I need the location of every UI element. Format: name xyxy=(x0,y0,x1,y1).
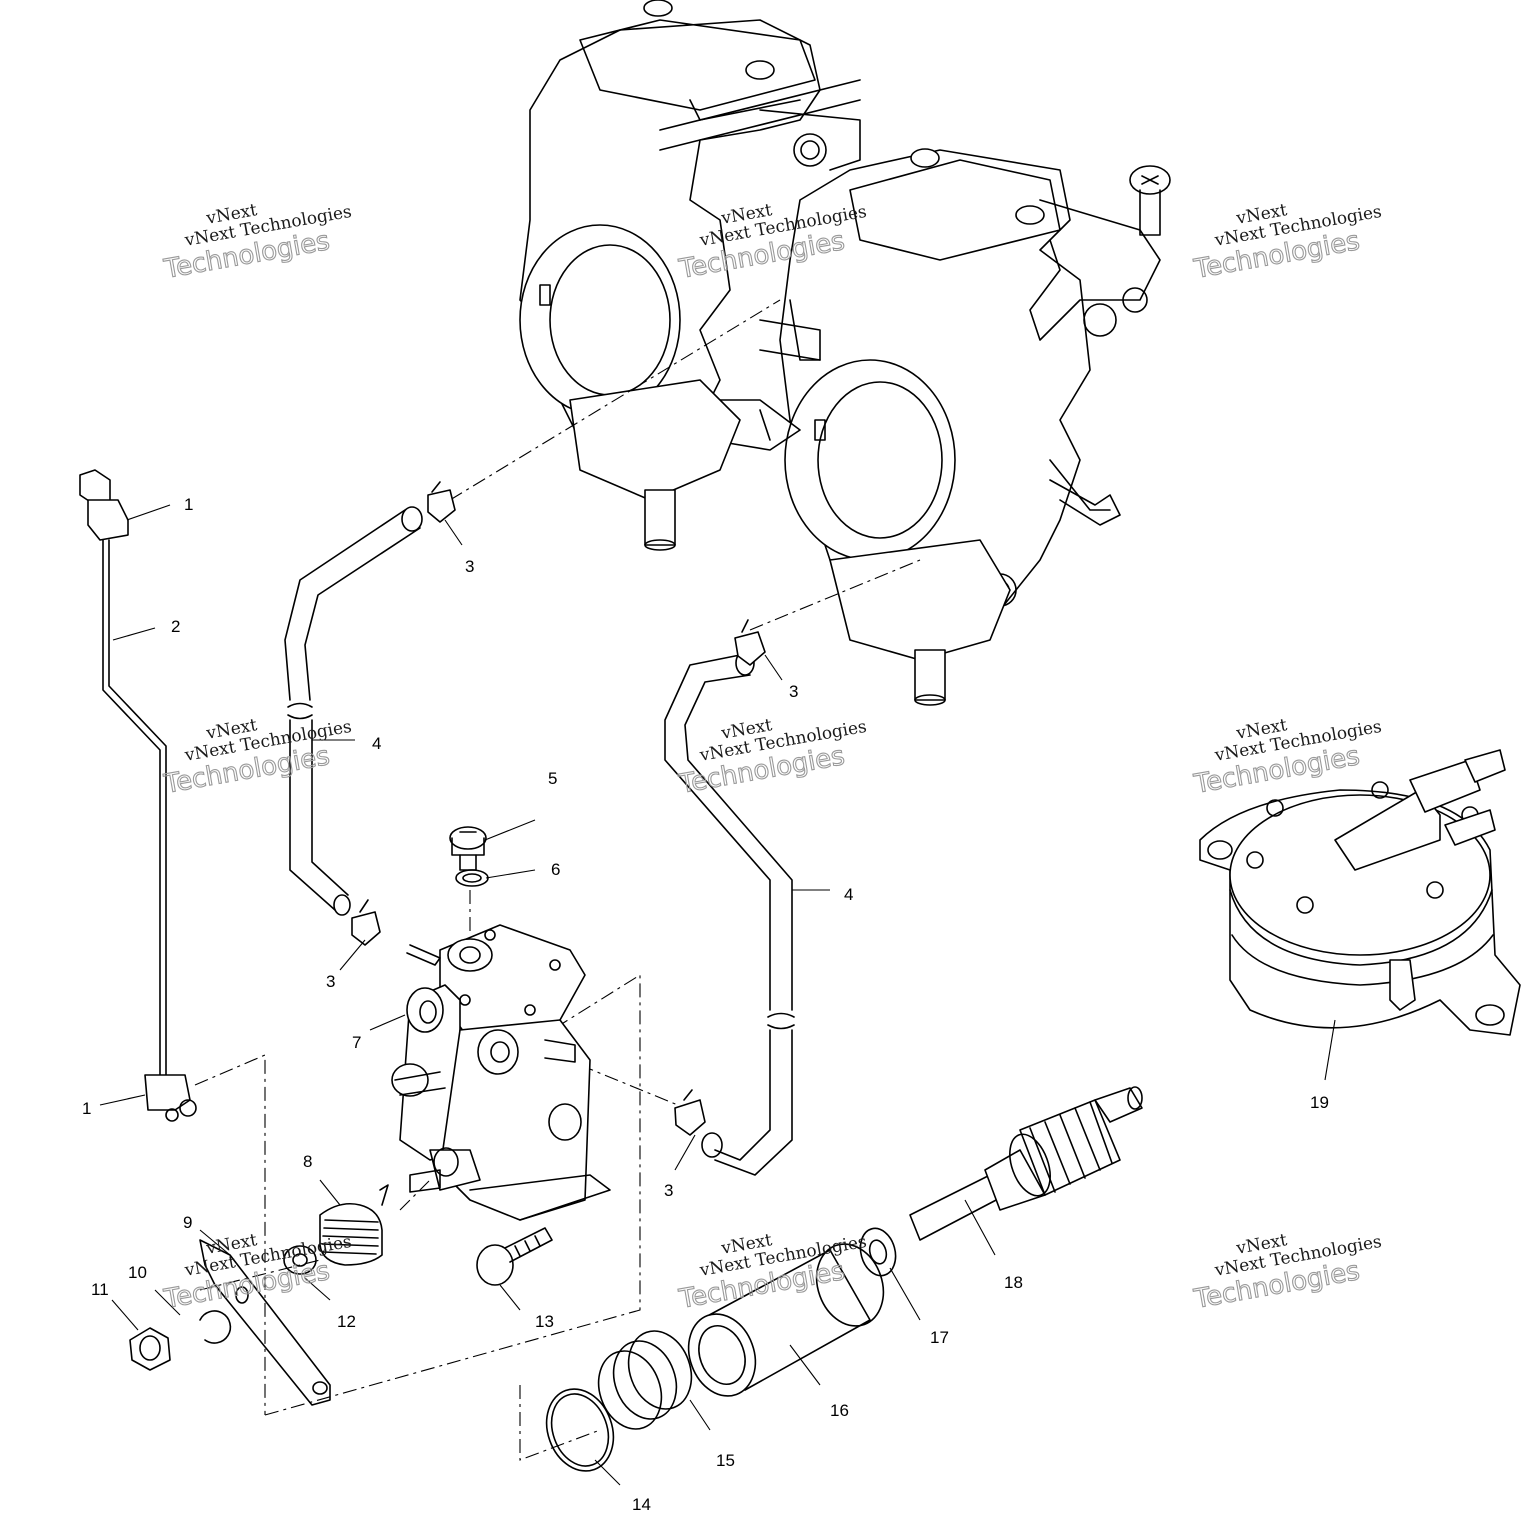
carburetor-assembly xyxy=(519,0,1171,706)
callout-2: 2 xyxy=(171,617,180,636)
callout-4-b: 4 xyxy=(844,885,853,904)
callout-17: 17 xyxy=(930,1328,949,1347)
callout-1-lower: 1 xyxy=(82,1099,91,1118)
watermark: vNext vNext Technologies Technologies xyxy=(1191,200,1383,285)
retaining-ring xyxy=(545,1388,615,1472)
callout-19: 19 xyxy=(1310,1093,1329,1112)
exploded-view-lines xyxy=(194,299,921,1461)
callout-13: 13 xyxy=(535,1312,554,1331)
callout-10: 10 xyxy=(128,1263,147,1282)
e-clip xyxy=(199,1310,232,1344)
drive-spring xyxy=(597,1330,693,1430)
watermark: vNext vNext Technologies Technologies xyxy=(1191,715,1383,800)
sealing-washer xyxy=(455,869,489,887)
drive-shaft-gear xyxy=(909,1086,1143,1241)
hose-left xyxy=(284,506,423,916)
callout-8: 8 xyxy=(303,1152,312,1171)
hose-right xyxy=(664,650,795,1176)
callout-5: 5 xyxy=(548,769,557,788)
mounting-screw xyxy=(476,1227,553,1286)
hose-clamps xyxy=(351,481,766,1136)
callout-7: 7 xyxy=(352,1033,361,1052)
banjo-bolt xyxy=(449,826,487,871)
callout-14: 14 xyxy=(632,1495,651,1514)
return-spring xyxy=(319,1184,389,1266)
leader-lines xyxy=(99,504,1336,1486)
fuel-pump xyxy=(1199,749,1521,1036)
callout-3-b: 3 xyxy=(789,682,798,701)
callout-12: 12 xyxy=(337,1312,356,1331)
watermarks: vNext vNext Technologies Technologies vN… xyxy=(161,200,1383,1315)
lock-nut xyxy=(129,1327,171,1371)
watermark: vNext vNext Technologies Technologies xyxy=(161,715,353,800)
callout-3-c: 3 xyxy=(326,972,335,991)
watermark: vNext vNext Technologies Technologies xyxy=(1191,1230,1383,1315)
drive-sleeve xyxy=(687,1243,885,1397)
callout-16: 16 xyxy=(830,1401,849,1420)
callout-9: 9 xyxy=(183,1213,192,1232)
callout-11: 11 xyxy=(91,1280,109,1299)
watermark: vNext vNext Technologies Technologies xyxy=(161,200,353,285)
callout-18: 18 xyxy=(1004,1273,1023,1292)
callout-15: 15 xyxy=(716,1451,735,1470)
oil-pump xyxy=(391,924,611,1221)
callout-1: 1 xyxy=(184,495,193,514)
callout-4-a: 4 xyxy=(372,734,381,753)
callout-6: 6 xyxy=(551,860,560,879)
vent-tube-assembly xyxy=(79,469,197,1122)
callout-numbers: 1 1 2 3 3 3 3 4 4 5 6 7 8 9 10 11 12 13 … xyxy=(82,495,1329,1514)
watermark: vNext vNext Technologies Technologies xyxy=(676,1230,868,1315)
control-lever xyxy=(199,1239,331,1406)
callout-3-a: 3 xyxy=(465,557,474,576)
watermark: vNext vNext Technologies Technologies xyxy=(676,715,868,800)
thrust-washer xyxy=(859,1227,897,1277)
callout-3-d: 3 xyxy=(664,1181,673,1200)
